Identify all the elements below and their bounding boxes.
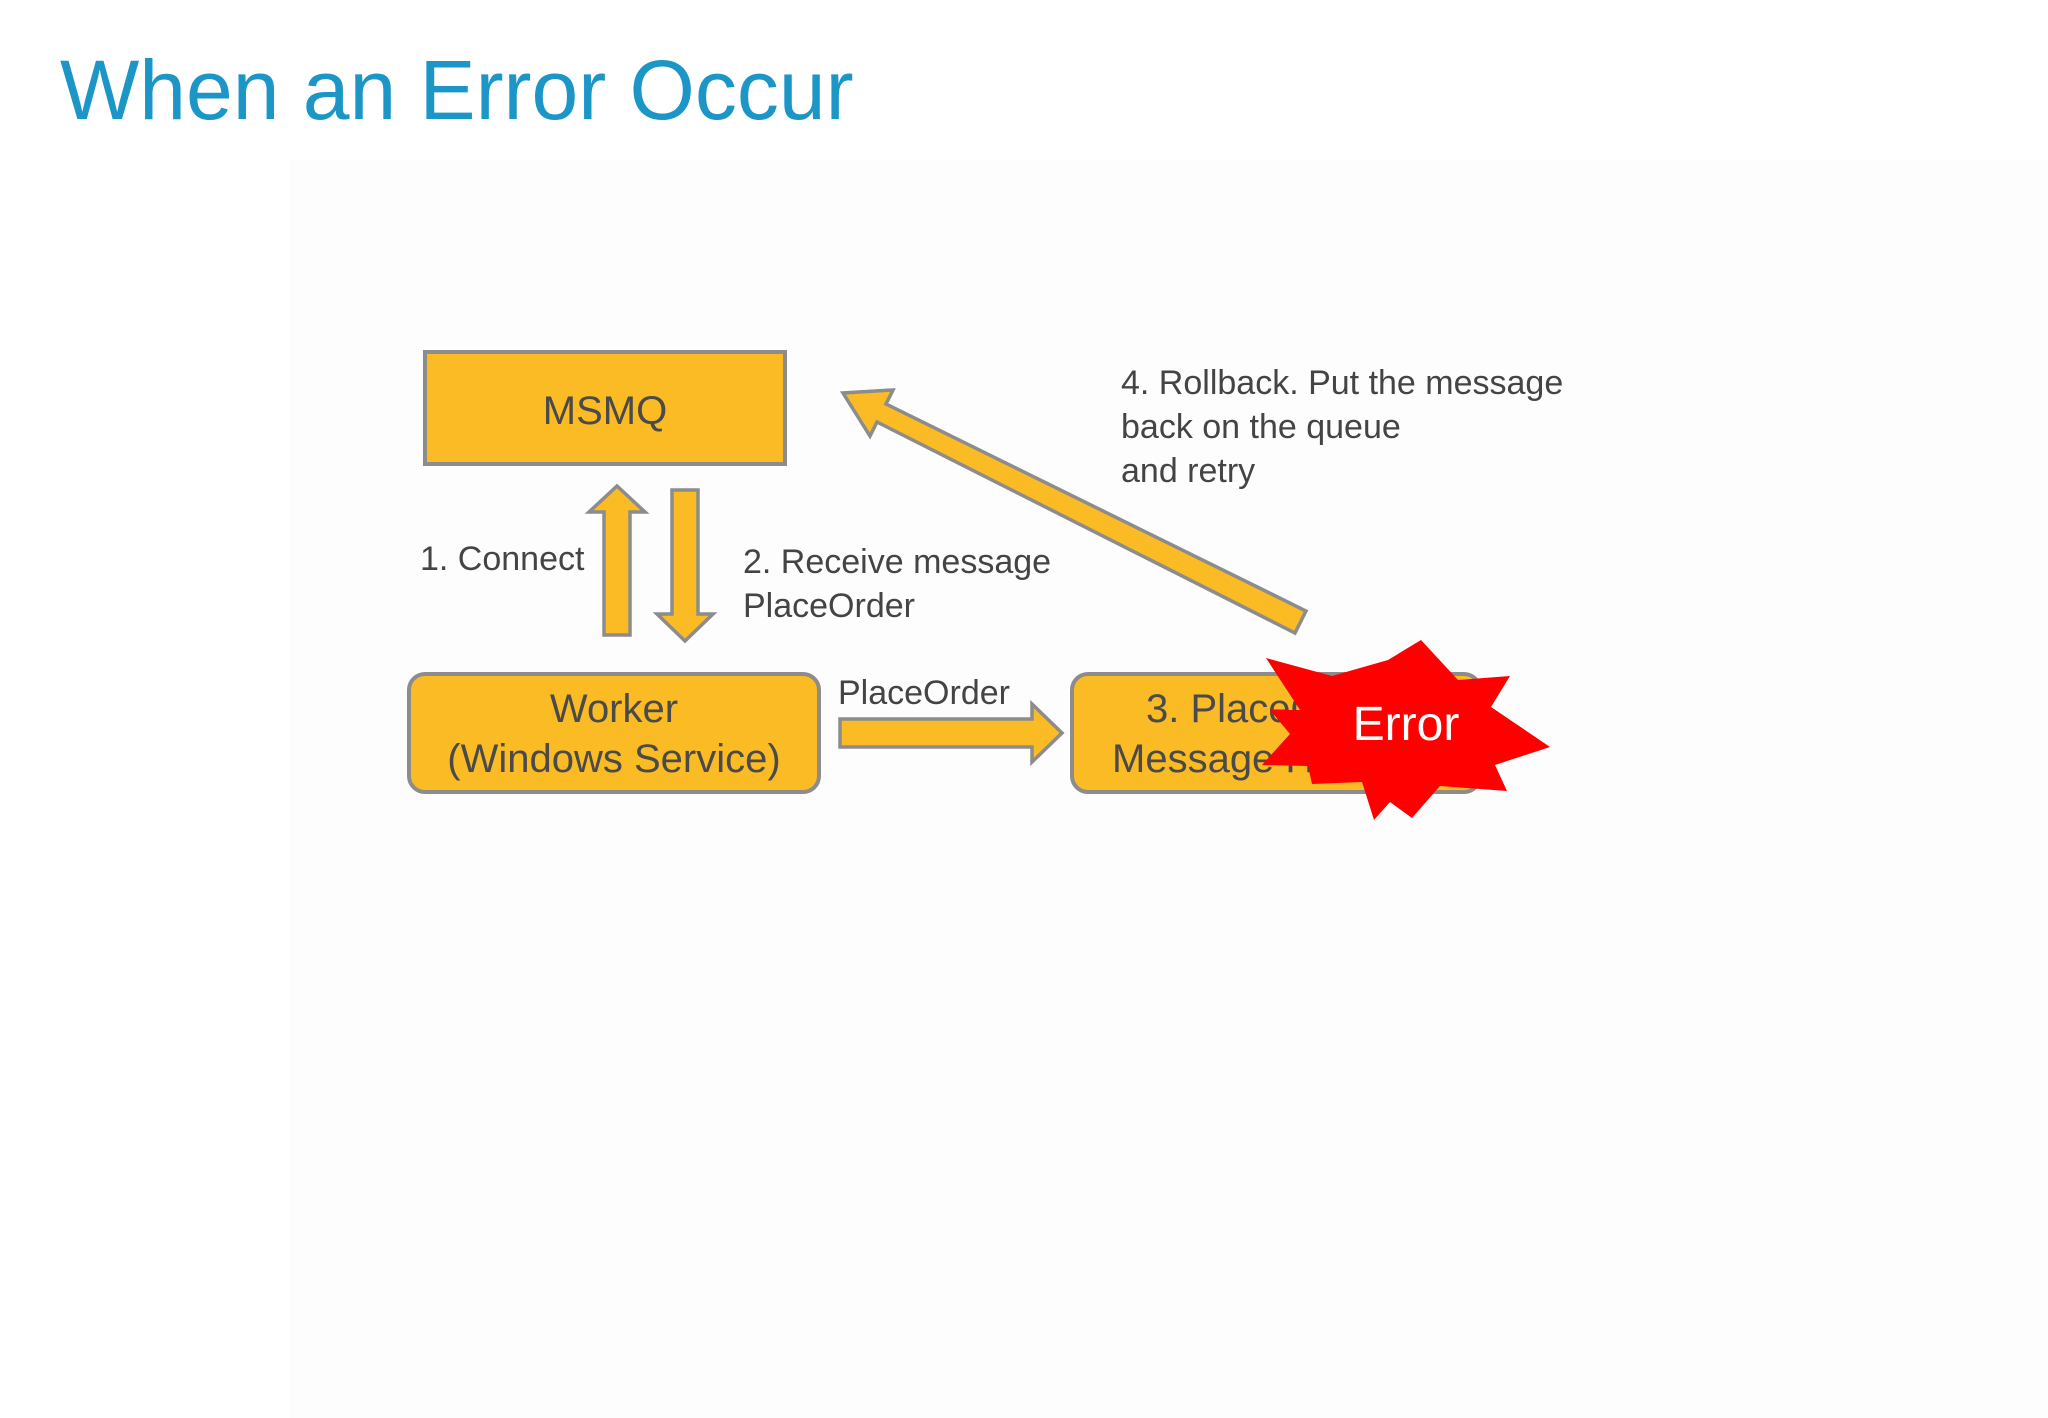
rollback-label-line1: 4. Rollback. Put the message: [1121, 364, 1563, 402]
msmq-label: MSMQ: [543, 389, 667, 433]
receive-label-line2: PlaceOrder: [743, 587, 915, 625]
connect-arrow: [584, 483, 650, 637]
worker-label-line1: Worker: [550, 687, 678, 731]
rollback-label-line3: and retry: [1121, 452, 1255, 490]
place-order-label: PlaceOrder: [838, 674, 1010, 712]
worker-box: Worker (Windows Service): [407, 672, 821, 794]
connect-label: 1. Connect: [420, 540, 585, 578]
worker-label-line2: (Windows Service): [447, 737, 780, 781]
error-burst: Error: [1262, 640, 1550, 820]
receive-arrow: [652, 488, 718, 644]
rollback-arrow: [839, 388, 1309, 636]
msmq-box: MSMQ: [423, 350, 787, 466]
error-label: Error: [1353, 698, 1460, 751]
place-order-arrow: [838, 699, 1065, 767]
rollback-label-line2: back on the queue: [1121, 408, 1401, 446]
error-burst-shape: [1262, 640, 1550, 820]
receive-label-line1: 2. Receive message: [743, 543, 1051, 581]
slide-title: When an Error Occur: [60, 43, 854, 137]
